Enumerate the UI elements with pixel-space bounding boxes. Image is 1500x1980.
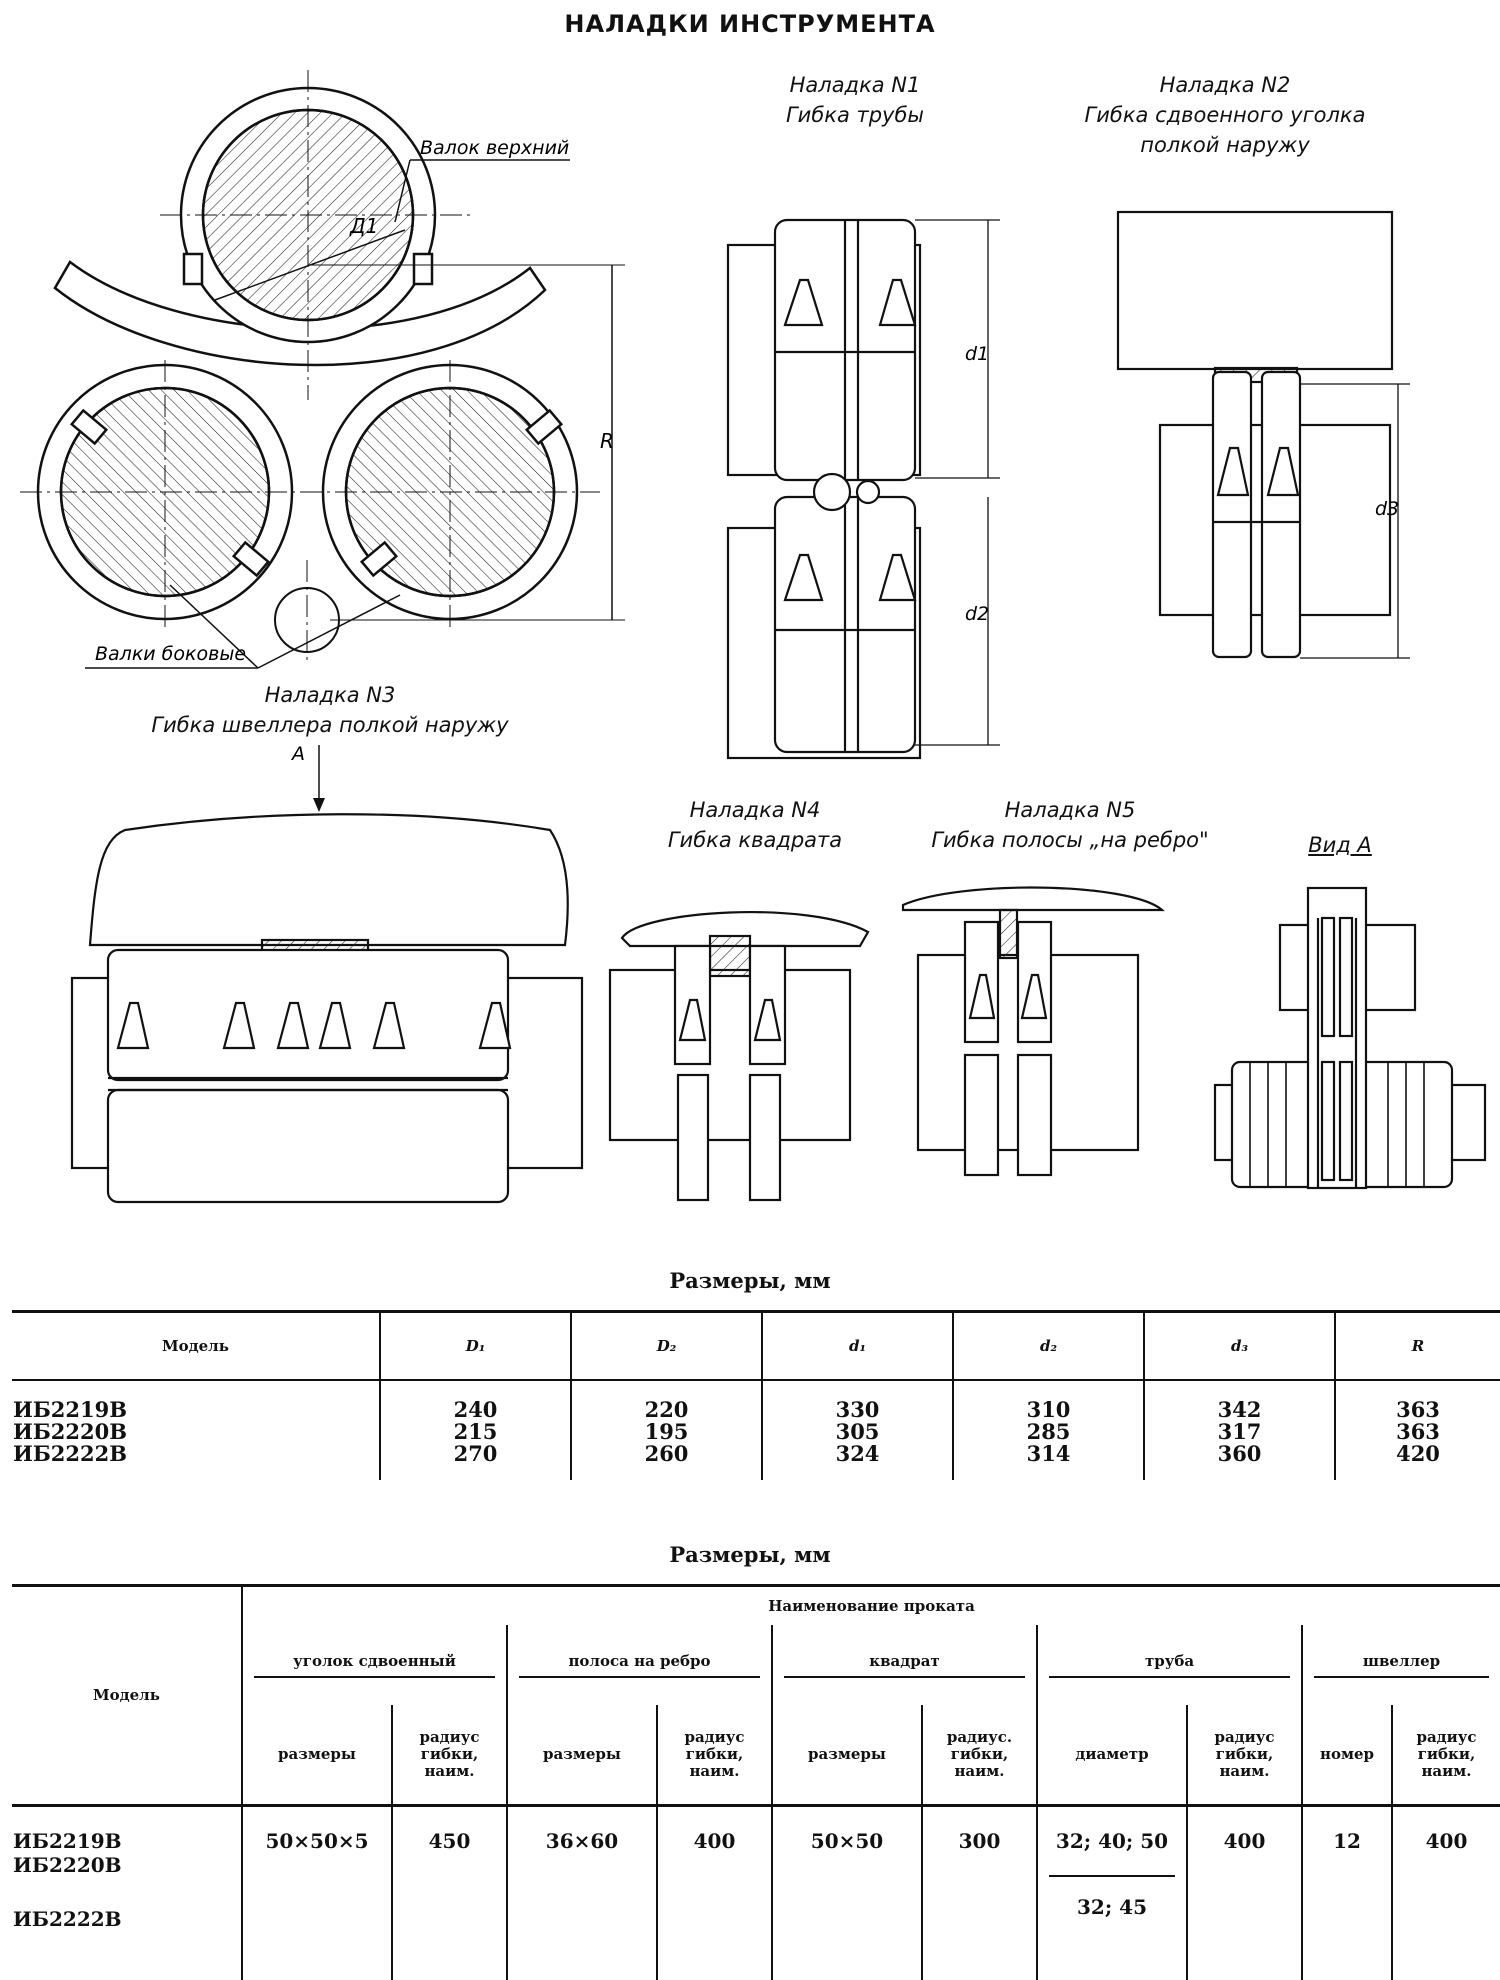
sub-diameter: диаметр xyxy=(1036,1705,1187,1805)
setup-n2-drawing xyxy=(1116,210,1410,659)
view-a-drawing xyxy=(1213,886,1487,1190)
sub-radius: радиус гибки, наим. xyxy=(391,1705,507,1805)
sub-radius: радиус гибки, наим. xyxy=(656,1705,772,1805)
col-R: R xyxy=(1334,1310,1500,1381)
col-d3: d₃ xyxy=(1143,1310,1335,1381)
side-rolls-label: Валки боковые xyxy=(95,643,246,665)
pipe-radius: 400 xyxy=(1186,1805,1302,1980)
profile-group-header: Наименование проката xyxy=(241,1584,1500,1625)
strip-radius: 400 xyxy=(656,1805,772,1980)
square-radius: 300 xyxy=(921,1805,1037,1980)
setup-n5-title: Наладка N5 xyxy=(1004,798,1136,822)
setup-n4-caption: Наладка N4 Гибка квадрата xyxy=(630,795,880,855)
upper-roll-label: Валок верхний xyxy=(420,137,569,159)
setup-n2-title: Наладка N2 xyxy=(1159,73,1291,97)
models-cell: ИБ2219В ИБ2220В ИБ2222В xyxy=(13,1828,122,1931)
setup-n3-drawing xyxy=(70,813,584,1204)
angle-radius: 450 xyxy=(391,1805,507,1980)
setup-n2-desc2: полкой наружу xyxy=(1140,133,1310,157)
group-square: квадрат xyxy=(771,1625,1037,1705)
roll-scheme xyxy=(20,70,625,669)
sub-size: размеры xyxy=(771,1705,922,1805)
table2-caption: Размеры, мм xyxy=(669,1542,831,1567)
setup-n3-title: Наладка N3 xyxy=(264,683,396,707)
setup-n2-caption: Наладка N2 Гибка сдвоенного уголка полко… xyxy=(1075,70,1375,160)
setup-n1-caption: Наладка N1 Гибка трубы xyxy=(740,70,970,130)
col-D1: D₁ xyxy=(379,1310,571,1381)
d1-diameter-label: Д1 xyxy=(349,214,378,238)
group-pipe: труба xyxy=(1036,1625,1302,1705)
d1-label: d1 xyxy=(965,343,989,365)
setup-n1-title: Наладка N1 xyxy=(789,73,921,97)
tooling-drawings: Валок верхний Валки боковые Д1 R d1 d2 xyxy=(20,70,1487,1204)
col-d2: d₂ xyxy=(952,1310,1144,1381)
col-D2: D₂ xyxy=(570,1310,762,1381)
sub-number: номер xyxy=(1301,1705,1392,1805)
rolled-profile-table: Модель Наименование проката уголок сдвое… xyxy=(12,1584,1500,1980)
model-header: Модель xyxy=(12,1584,242,1806)
sub-radius: радиус гибки, наим. xyxy=(1391,1705,1500,1805)
sub-size: размеры xyxy=(241,1705,392,1805)
angle-size: 50×50×5 xyxy=(241,1805,392,1980)
d2-label: d2 xyxy=(965,603,989,625)
setup-n4-desc: Гибка квадрата xyxy=(667,828,843,852)
group-channel: швеллер xyxy=(1301,1625,1500,1705)
setup-n5-desc: Гибка полосы „на ребро" xyxy=(931,828,1209,852)
view-a-marker: A xyxy=(290,743,305,765)
setup-n3-caption: Наладка N3 Гибка швеллера полкой наружу xyxy=(120,680,540,740)
sub-radius: радиус. гибки, наим. xyxy=(921,1705,1037,1805)
channel-radius: 400 xyxy=(1391,1805,1500,1980)
square-size: 50×50 xyxy=(771,1805,922,1980)
setup-n1-drawing xyxy=(726,218,1000,760)
r-dimension-label: R xyxy=(600,429,614,453)
group-strip: полоса на ребро xyxy=(506,1625,772,1705)
channel-number: 12 xyxy=(1301,1805,1392,1980)
sub-size: размеры xyxy=(506,1705,657,1805)
pipe-diameters: 32; 40; 50 32; 45 xyxy=(1036,1805,1187,1980)
table1-caption: Размеры, мм xyxy=(669,1268,831,1293)
view-a-caption: Вид А xyxy=(1308,833,1372,857)
group-angle: уголок сдвоенный xyxy=(241,1625,507,1705)
setup-n4-title: Наладка N4 xyxy=(689,798,821,822)
d3-label: d3 xyxy=(1375,498,1399,520)
col-d1: d₁ xyxy=(761,1310,953,1381)
setup-n5-drawing xyxy=(901,886,1165,1177)
setup-n5-caption: Наладка N5 Гибка полосы „на ребро" xyxy=(910,795,1230,855)
col-model: Модель xyxy=(12,1310,380,1381)
sub-radius: радиус гибки, наим. xyxy=(1186,1705,1302,1805)
setup-n2-desc: Гибка сдвоенного уголка xyxy=(1084,103,1366,127)
strip-size: 36×60 xyxy=(506,1805,657,1980)
setup-n3-desc: Гибка швеллера полкой наружу xyxy=(151,713,509,737)
setup-n1-desc: Гибка трубы xyxy=(785,103,925,127)
setup-n4-drawing xyxy=(608,911,870,1202)
table-row: ИБ2219В ИБ2220В ИБ2222В 50×50×5 450 36×6… xyxy=(12,1805,1500,1980)
page-title: НАЛАДКИ ИНСТРУМЕНТА xyxy=(564,10,936,38)
